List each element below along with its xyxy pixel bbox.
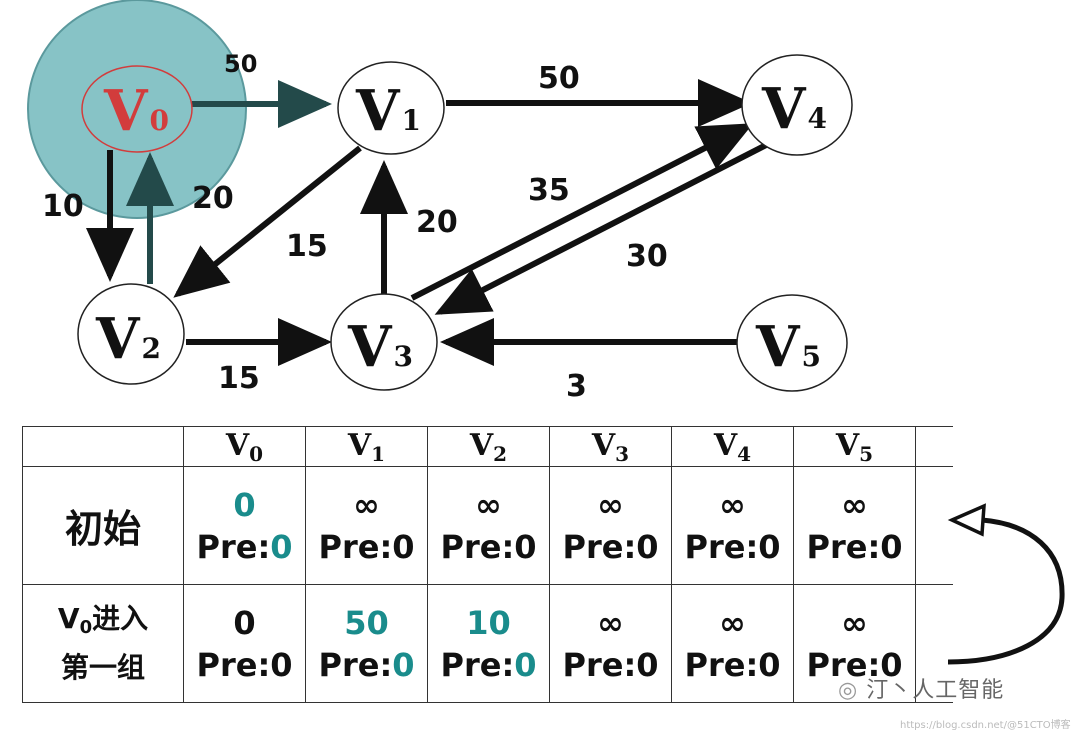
cell-init-v2: ∞Pre:0 xyxy=(427,466,550,585)
node-v2-sub: 2 xyxy=(141,332,160,365)
table-header-row: V0 V1 V2 V3 V4 V5 xyxy=(22,426,953,467)
cell-init-v4: ∞Pre:0 xyxy=(671,466,794,585)
cell-init-v3: ∞Pre:0 xyxy=(549,466,672,585)
watermark-small: https://blog.csdn.net/@51CTO博客 xyxy=(900,720,1071,731)
svg-text:V5: V5 xyxy=(755,314,821,380)
header-v4: V4 xyxy=(671,426,794,467)
cell-init-v5: ∞Pre:0 xyxy=(793,466,916,585)
edges xyxy=(86,79,778,366)
weight-v5-v3: 3 xyxy=(566,369,587,404)
node-v4: V4 xyxy=(741,54,853,156)
node-v2: V2 xyxy=(77,283,185,385)
svg-text:V1: V1 xyxy=(355,78,421,144)
weight-v2-v0: 20 xyxy=(192,181,234,216)
svg-text:V3: V3 xyxy=(347,314,413,380)
row-title-v0: V0进入 第一组 xyxy=(22,584,184,703)
header-v2: V2 xyxy=(427,426,550,467)
cell-init-empty xyxy=(915,466,953,585)
node-v3-letter: V xyxy=(347,314,393,380)
header-v1: V1 xyxy=(305,426,428,467)
svg-text:V2: V2 xyxy=(95,306,161,372)
watermark: ◎ 汀丶人工智能 xyxy=(838,672,1004,704)
header-v3: V3 xyxy=(549,426,672,467)
node-v5: V5 xyxy=(736,294,848,392)
graph-diagram: 50 10 20 15 50 15 20 35 30 3 V0 V1 V2 V3… xyxy=(27,0,853,404)
edge-v4-v3 xyxy=(434,137,778,315)
node-v3-sub: 3 xyxy=(393,340,412,373)
header-v0: V0 xyxy=(183,426,306,467)
node-v4-letter: V xyxy=(761,76,807,142)
cell-v0row-v3: ∞Pre:0 xyxy=(549,584,672,703)
weight-v2-v3: 15 xyxy=(218,361,260,396)
weight-v0-v2: 10 xyxy=(42,189,84,224)
svg-text:V4: V4 xyxy=(761,76,827,142)
watermark-text: 汀丶人工智能 xyxy=(866,678,1005,703)
edge-v1-v2 xyxy=(173,145,362,298)
header-v5: V5 xyxy=(793,426,916,467)
node-v1-sub: 1 xyxy=(401,104,420,137)
svg-text:V0: V0 xyxy=(103,78,169,144)
loop-back-arrow-icon xyxy=(947,503,1065,665)
wechat-icon: ◎ xyxy=(838,678,867,703)
cell-v0row-empty xyxy=(915,584,953,703)
weight-v3-v4: 35 xyxy=(528,173,570,208)
node-v4-sub: 4 xyxy=(807,102,826,135)
cell-v0row-v5: ∞Pre:0 xyxy=(793,584,916,703)
weight-v1-v2: 15 xyxy=(286,229,328,264)
node-v2-letter: V xyxy=(95,306,141,372)
node-v1: V1 xyxy=(337,61,445,155)
row-title-init: 初始 xyxy=(22,466,184,585)
node-v0-letter: V xyxy=(103,78,149,144)
node-v0: V0 xyxy=(81,65,193,153)
edge-v3-v4 xyxy=(410,123,754,301)
node-v0-sub: 0 xyxy=(149,104,168,137)
cell-init-v1: ∞Pre:0 xyxy=(305,466,428,585)
node-v5-letter: V xyxy=(755,314,801,380)
node-v1-letter: V xyxy=(355,78,401,144)
weight-v3-v1: 20 xyxy=(416,205,458,240)
header-empty xyxy=(915,426,953,467)
v0-highlight-halo xyxy=(27,0,247,219)
cell-v0row-v4: ∞Pre:0 xyxy=(671,584,794,703)
header-corner xyxy=(22,426,184,467)
weight-v0-v1: 50 xyxy=(224,50,257,78)
weight-v4-v3: 30 xyxy=(626,239,668,274)
node-v5-sub: 5 xyxy=(801,340,820,373)
weight-v1-v4: 50 xyxy=(538,61,580,96)
node-v3: V3 xyxy=(330,293,438,391)
